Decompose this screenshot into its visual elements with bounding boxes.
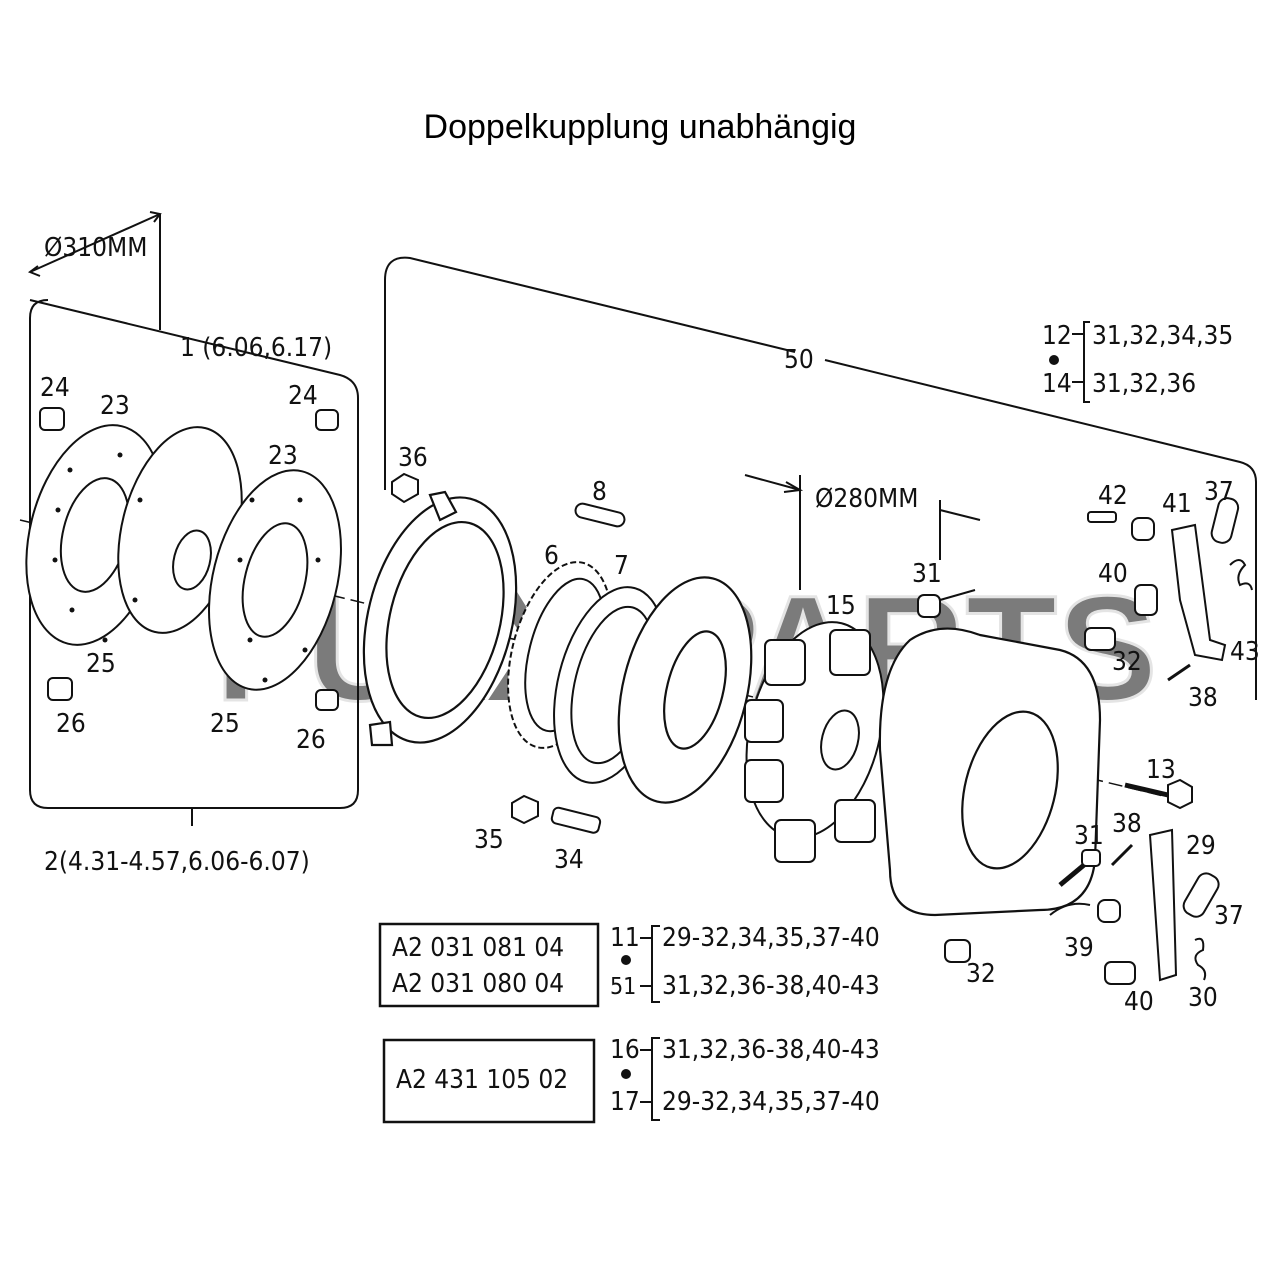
callout-group-1: 1 (6.06,6.17) bbox=[180, 333, 332, 363]
dimension-310: Ø310MM bbox=[44, 233, 147, 263]
kit-parts: 31,32,36-38,40-43 bbox=[662, 971, 880, 1001]
callout-8: 8 bbox=[592, 477, 607, 507]
nut-36 bbox=[391, 472, 419, 504]
callout-36: 36 bbox=[398, 443, 428, 473]
lever-top bbox=[1084, 497, 1253, 682]
callout-41: 41 bbox=[1162, 489, 1192, 519]
callout-37: 37 bbox=[1214, 901, 1244, 931]
callout-24: 24 bbox=[40, 373, 70, 403]
callout-23: 23 bbox=[268, 441, 298, 471]
disc-holes bbox=[52, 452, 321, 683]
callout-42: 42 bbox=[1098, 481, 1128, 511]
kit-parts: 31,32,36 bbox=[1092, 369, 1196, 399]
brake-disc-right bbox=[208, 469, 342, 691]
callout-15: 15 bbox=[826, 591, 856, 621]
page-title: Doppelkupplung unabhängig bbox=[423, 108, 857, 146]
callout-7: 7 bbox=[614, 551, 629, 581]
callout-26: 26 bbox=[56, 709, 86, 739]
part-number-table-2: A2 431 105 02 16 31,32,36-38,40-43 17 29… bbox=[382, 1035, 880, 1124]
callout-39: 39 bbox=[1064, 933, 1094, 963]
callout-29: 29 bbox=[1186, 831, 1216, 861]
callout-32: 32 bbox=[1112, 647, 1142, 677]
nut-and-spring bbox=[511, 794, 602, 834]
clutch-disc-15 bbox=[744, 621, 885, 863]
callout-6: 6 bbox=[544, 541, 559, 571]
kit-parts: 31,32,36-38,40-43 bbox=[662, 1035, 880, 1065]
callout-26: 26 bbox=[296, 725, 326, 755]
part-number: A2 031 080 04 bbox=[392, 969, 564, 999]
kit-number: 51 bbox=[610, 974, 636, 1000]
callout-32: 32 bbox=[966, 959, 996, 989]
callout-group-2: 2(4.31-4.57,6.06-6.07) bbox=[44, 847, 310, 877]
kit-number: 17 bbox=[610, 1087, 640, 1117]
dimension-280: Ø280MM bbox=[815, 484, 918, 514]
callout-38: 38 bbox=[1112, 809, 1142, 839]
callout-40: 40 bbox=[1124, 987, 1154, 1017]
callout-40: 40 bbox=[1098, 559, 1128, 589]
callout-25: 25 bbox=[210, 709, 240, 739]
part-number: A2 431 105 02 bbox=[396, 1065, 568, 1095]
group-1-bracket bbox=[29, 299, 359, 809]
callout-13: 13 bbox=[1146, 755, 1176, 785]
part-number-table-1: A2 031 081 04 A2 031 080 04 11 29-32,34,… bbox=[378, 922, 880, 1008]
kit-parts: 29-32,34,35,37-40 bbox=[662, 923, 880, 953]
bushes bbox=[39, 407, 339, 711]
callout-23: 23 bbox=[100, 391, 130, 421]
dimension-310-line bbox=[29, 213, 161, 273]
screws bbox=[917, 589, 1193, 887]
callout-38: 38 bbox=[1188, 683, 1218, 713]
kit-parts: 31,32,34,35 bbox=[1092, 321, 1233, 351]
callout-24: 24 bbox=[288, 381, 318, 411]
callout-31: 31 bbox=[1074, 821, 1104, 851]
kit-parts: 29-32,34,35,37-40 bbox=[662, 1087, 880, 1117]
pressure-ring bbox=[362, 490, 518, 747]
callout-37: 37 bbox=[1204, 477, 1234, 507]
clutch-cover bbox=[878, 627, 1102, 917]
callout-30: 30 bbox=[1188, 983, 1218, 1013]
lever-bottom bbox=[944, 828, 1220, 985]
kit-number: 11 bbox=[610, 923, 640, 953]
callout-34: 34 bbox=[554, 845, 584, 875]
callout-25: 25 bbox=[86, 649, 116, 679]
callout-31: 31 bbox=[912, 559, 942, 589]
group-50-bracket bbox=[384, 256, 796, 490]
callout-group-50: 50 bbox=[784, 345, 814, 375]
kit-number: 14 bbox=[1042, 369, 1072, 399]
kit-number: 16 bbox=[610, 1035, 640, 1065]
callout-35: 35 bbox=[474, 825, 504, 855]
callout-43: 43 bbox=[1230, 637, 1260, 667]
kits-top: 12 31,32,34,35 14 31,32,36 bbox=[1042, 321, 1233, 403]
pressure-plate bbox=[617, 576, 753, 804]
pin-8 bbox=[574, 502, 626, 528]
kit-number: 12 bbox=[1042, 321, 1072, 351]
part-number: A2 031 081 04 bbox=[392, 933, 564, 963]
